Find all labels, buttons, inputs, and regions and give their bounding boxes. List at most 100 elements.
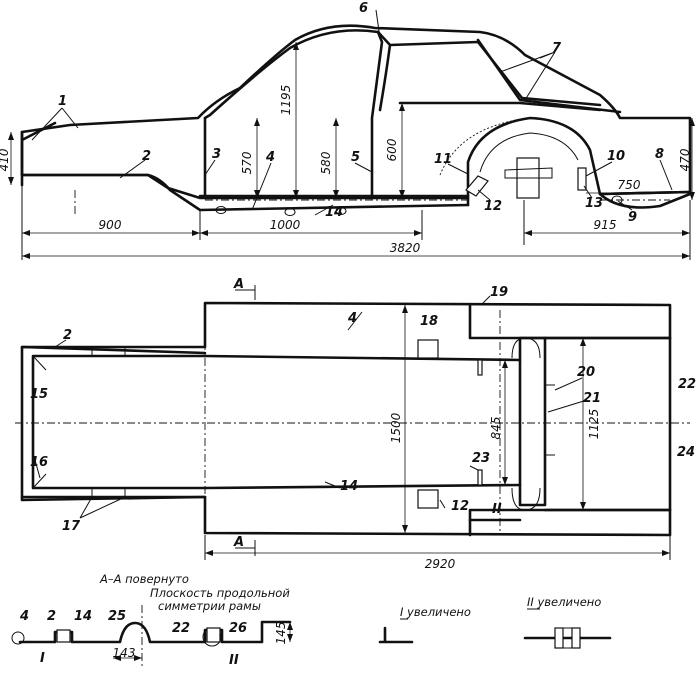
callout-24: 24 xyxy=(677,445,695,460)
section-callout-26: 26 xyxy=(229,621,247,636)
callout-II: II xyxy=(492,502,502,517)
leader xyxy=(347,311,363,331)
section-label-top: A xyxy=(233,277,244,292)
detail-circle-I xyxy=(11,631,25,645)
section-mark-top xyxy=(235,285,256,300)
wheel-arch-inner xyxy=(479,132,579,173)
callout-20: 20 xyxy=(577,365,595,380)
dim-410: 410 xyxy=(0,148,11,171)
leader xyxy=(585,161,613,177)
detail-1-profile xyxy=(378,626,414,644)
dim-2920: 2920 xyxy=(425,557,456,571)
leader xyxy=(119,159,146,179)
dim-845: 845 xyxy=(489,417,503,440)
callout-3: 3 xyxy=(212,147,221,162)
floor-frame xyxy=(20,173,470,212)
detail-2-lines xyxy=(555,627,580,649)
detail-views: I увеличено II увеличено xyxy=(378,595,612,649)
detail-1-label: I увеличено xyxy=(400,605,471,619)
part-12 xyxy=(465,175,489,197)
section-callout-25: 25 xyxy=(108,609,126,624)
section-mark-bottom xyxy=(235,540,256,556)
leader xyxy=(204,159,216,176)
dim-915: 915 xyxy=(594,218,617,232)
callout-12: 12 xyxy=(484,199,502,214)
callout-21: 21 xyxy=(583,391,601,406)
callout-10: 10 xyxy=(607,149,625,164)
section-part-26 xyxy=(206,627,221,643)
leader xyxy=(477,189,491,201)
callout-16: 16 xyxy=(30,455,48,470)
callout-4: 4 xyxy=(347,311,357,326)
gusset-16 xyxy=(32,355,47,489)
part-23 xyxy=(477,469,483,486)
wheel-arch-dotted xyxy=(439,117,531,176)
callout-12: 12 xyxy=(451,499,469,514)
callout-14: 14 xyxy=(340,479,358,494)
section-label-bottom: A xyxy=(233,535,244,550)
detail-2-block-b xyxy=(571,627,581,649)
plane-note-line-1: Плоскость продольной xyxy=(150,586,290,600)
leader xyxy=(354,162,373,173)
dim-470: 470 xyxy=(678,148,692,171)
detail-2-block-a xyxy=(554,627,564,649)
dim-570: 570 xyxy=(240,151,254,174)
part-23-top xyxy=(477,359,483,376)
plan-view: 1500 845 1125 2920 A A 2 4 12 14 15 16 1… xyxy=(15,277,696,571)
leader xyxy=(375,9,381,39)
leader xyxy=(499,51,556,101)
leader xyxy=(314,204,334,216)
callout-22: 22 xyxy=(678,377,696,392)
bolt-marks xyxy=(91,347,126,497)
front-rails xyxy=(543,336,672,512)
rear-inner-rail xyxy=(31,354,207,490)
body-outline xyxy=(20,24,692,200)
hole xyxy=(335,207,347,215)
part-20 xyxy=(545,384,555,456)
hole xyxy=(215,206,227,214)
leader xyxy=(547,399,588,413)
dim-145: 145 xyxy=(274,622,288,645)
hole xyxy=(284,208,296,216)
section-profile xyxy=(18,620,292,644)
cross-member-21 xyxy=(518,336,547,507)
part-18 xyxy=(417,339,439,359)
leader xyxy=(79,496,126,519)
plane-note-line-2: симметрии рамы xyxy=(158,599,261,613)
dim-750: 750 xyxy=(618,178,641,192)
callout-23: 23 xyxy=(472,451,490,466)
callout-6: 6 xyxy=(359,1,368,16)
dim-1000: 1000 xyxy=(270,218,301,232)
leader xyxy=(617,200,633,211)
leader xyxy=(554,377,583,391)
dim-1500: 1500 xyxy=(389,412,403,443)
callout-11: 11 xyxy=(434,152,452,167)
box-19 xyxy=(468,303,672,537)
section-a-a: А–А повернуто Плоскость продольной симме… xyxy=(11,572,293,668)
leader xyxy=(481,295,491,305)
callout-15: 15 xyxy=(30,387,48,402)
rear-frame xyxy=(20,345,207,502)
callout-5: 5 xyxy=(351,150,360,165)
dim-143: 143 xyxy=(113,646,136,660)
callout-19: 19 xyxy=(490,285,508,300)
leader xyxy=(34,459,41,479)
dim-1195: 1195 xyxy=(279,85,293,116)
dim-3820: 3820 xyxy=(390,241,421,255)
callout-4: 4 xyxy=(265,150,275,165)
section-title: А–А повернуто xyxy=(99,572,189,586)
dim-900: 900 xyxy=(99,218,122,232)
section-callout-14: 14 xyxy=(74,609,92,624)
part-18-lower xyxy=(417,489,439,509)
longitudinal-rails xyxy=(203,354,522,490)
leader xyxy=(447,163,469,175)
dim-580: 580 xyxy=(319,151,333,174)
callout-2: 2 xyxy=(142,149,151,164)
leader xyxy=(659,159,673,191)
callout-7: 7 xyxy=(552,41,562,56)
leader xyxy=(31,107,79,141)
leader xyxy=(54,339,67,348)
leader xyxy=(324,481,341,489)
arch-bottom xyxy=(511,487,541,511)
